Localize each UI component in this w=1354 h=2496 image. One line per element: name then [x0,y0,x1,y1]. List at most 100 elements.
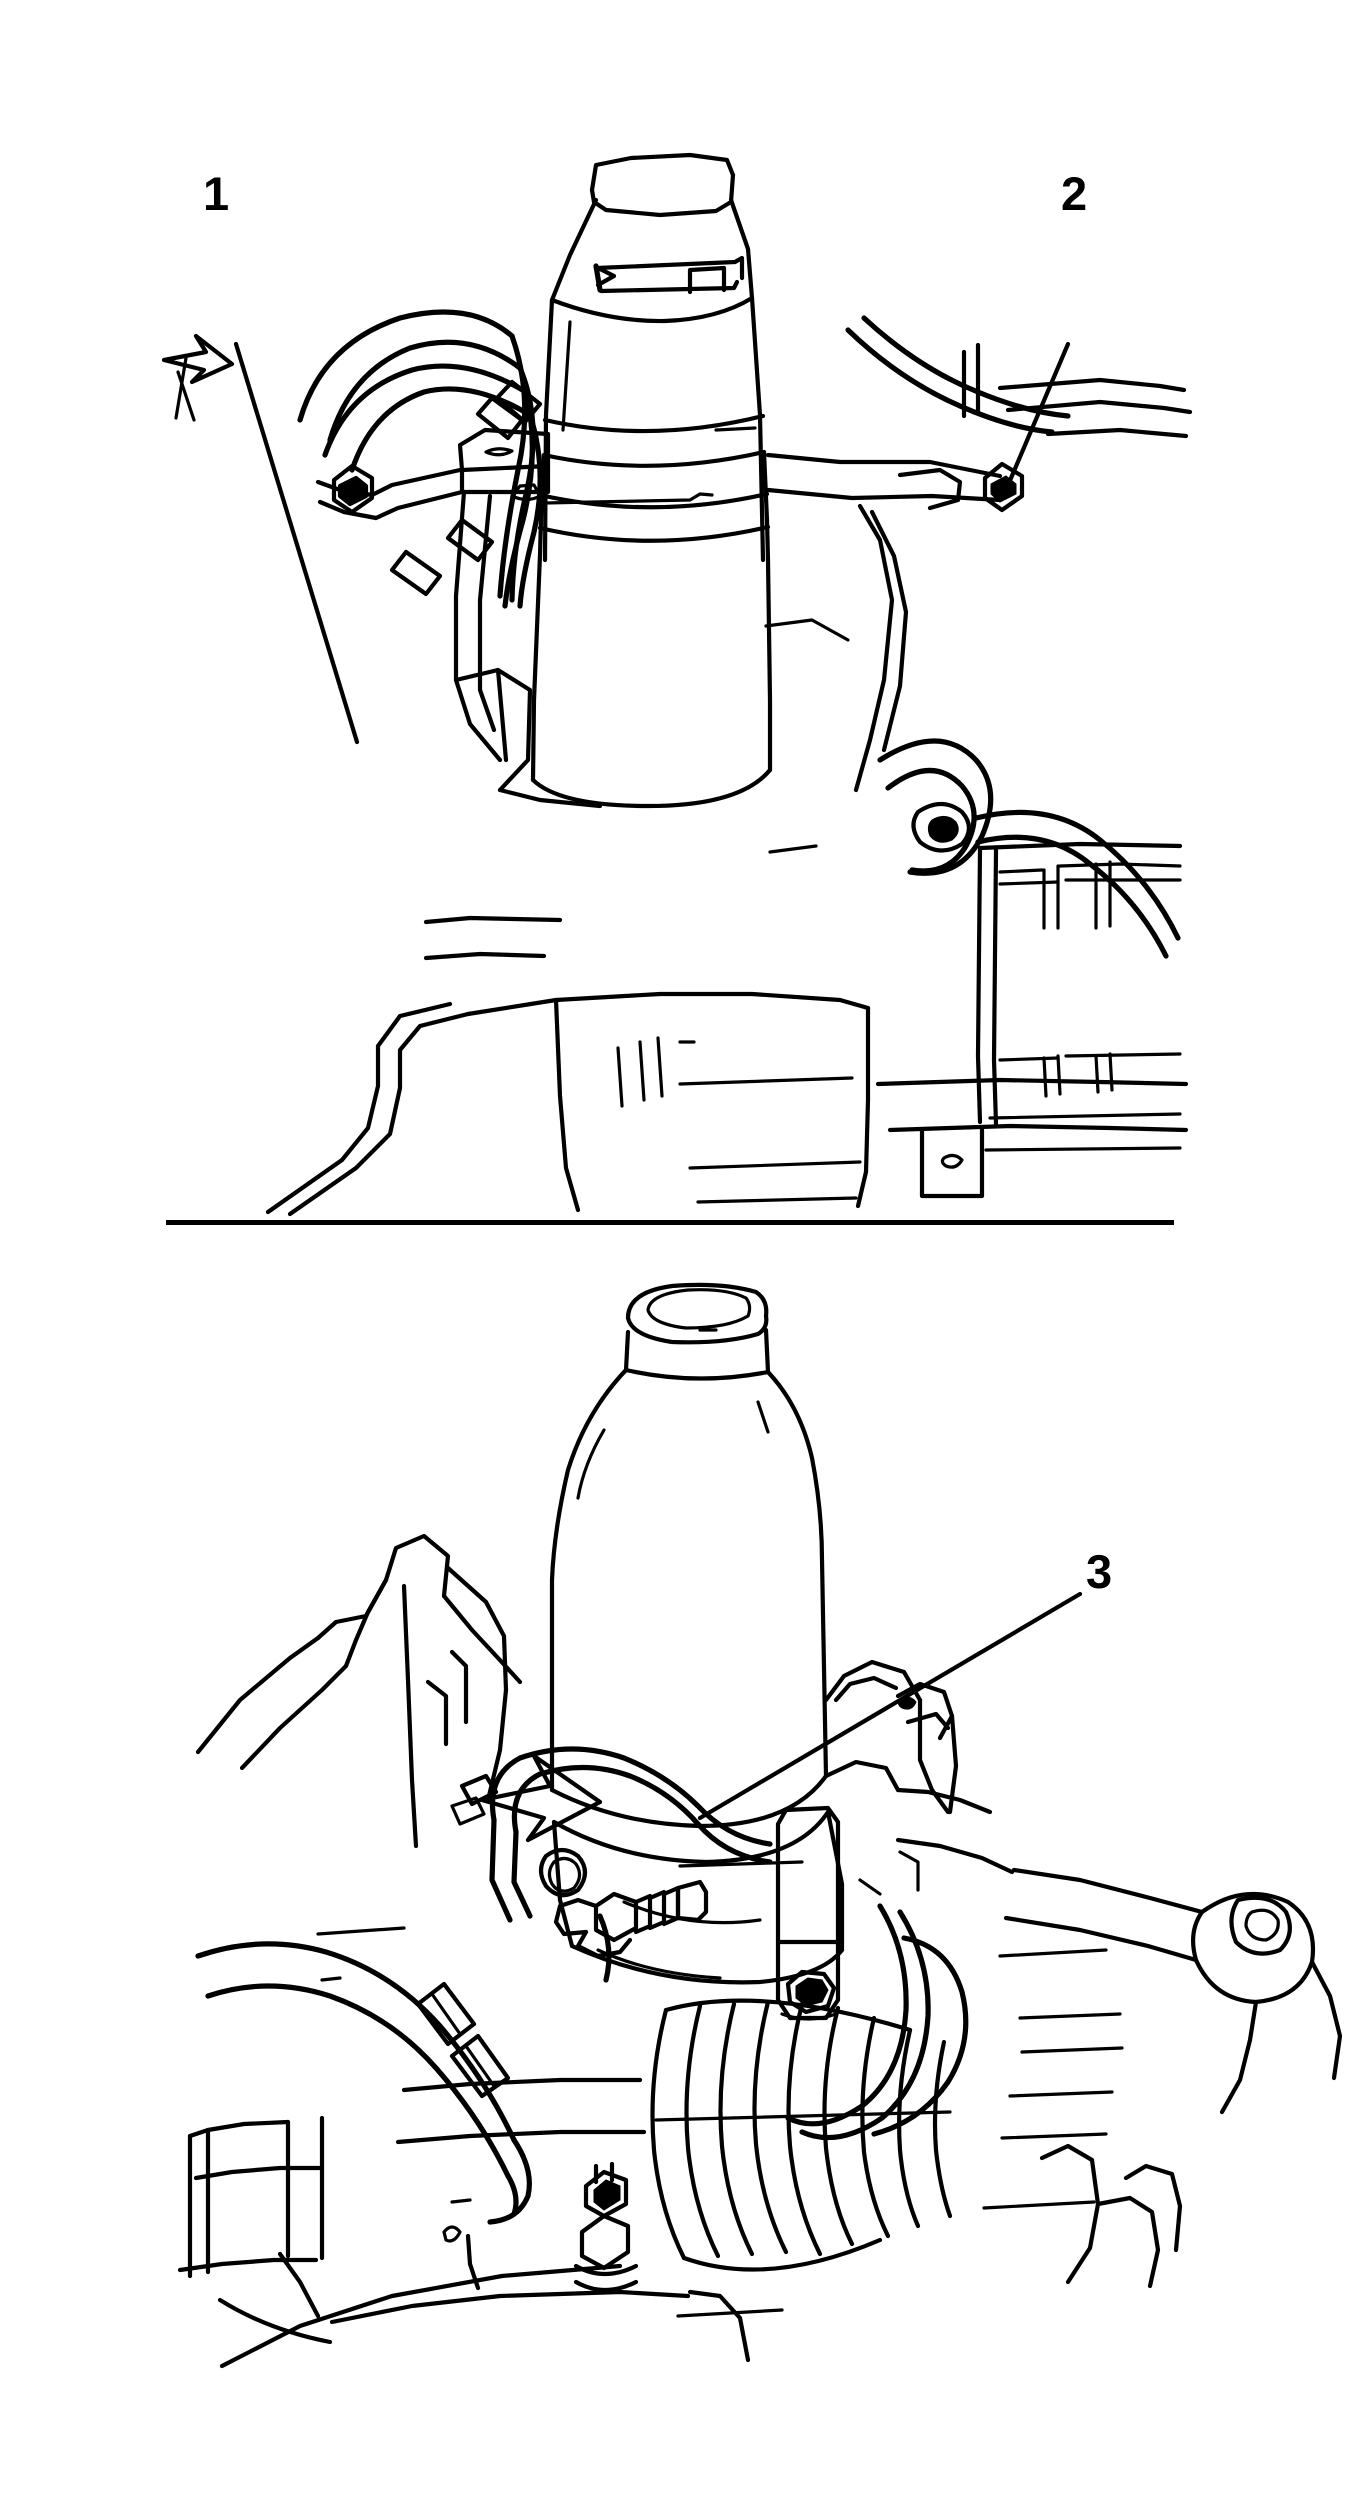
bottom-figure-group [177,1282,1343,2369]
b-mount-i [895,1837,1015,1875]
beam-tab [919,1127,985,1199]
reservoir-lower-right [761,449,771,563]
reservoir-shoulder [549,295,755,324]
reservoir-barrel-left [530,552,543,783]
b-mount-d [895,1681,955,1741]
b-ring-outer [538,1847,588,1898]
support-fold [453,667,533,793]
support-fold2 [495,667,509,763]
b-body-right [765,1369,829,1779]
b-panel-k [425,1679,449,1747]
b-mount-bolt-dot [897,1696,917,1710]
b-left-pillar-b [193,2165,323,2181]
bracket-plate-front [459,463,551,495]
cradle-face [465,991,871,1017]
b-hose-main-b [205,1983,511,2179]
b-hose-clamp-b-line [464,2044,496,2088]
b-panel-a [383,1533,451,1599]
b-cap-outer-bottom [625,1313,769,1345]
b-bushing-inner [1229,1895,1292,1956]
reservoir-cap-tab [595,265,617,288]
b-cap-outer [625,1282,769,1321]
b-body-highlight2 [756,1400,770,1434]
bracket-stem-left-2 [317,499,379,521]
lower-hose-loop2 [885,767,977,874]
reservoir-lower-band [537,491,770,510]
b-boot-ring-3 [718,2001,755,2257]
lower-hose-loop [877,738,994,876]
bracket-arm-right [765,452,1003,479]
bolt-left-head [331,463,375,515]
grille-line-8 [984,1146,1182,1152]
b-fitting-flange [575,1929,633,1959]
b-loop-hose-a [597,1913,612,1983]
cradle-face-2 [553,997,581,1213]
b-rear-edge2 [1095,2195,1161,2289]
b-fitting-thread-1 [633,1893,653,1935]
beam-top [875,1077,1189,1087]
b-bolt-washer [780,2012,838,2021]
reservoir-cap-top-edge [589,152,736,193]
hose-clamp-lower-2 [389,549,443,597]
b-panel-h [445,1565,509,1693]
right-rail-edge [1045,427,1189,439]
reservoir-lower-left [537,452,547,558]
grille-line-7 [988,1112,1182,1120]
reservoir-cap-rim-bottom [598,279,740,294]
b-steel-line-tail2 [511,1829,533,1919]
support-right-detail [764,618,850,642]
b-mount-a [823,1759,901,1793]
b-steel-line-outer2 [511,1764,773,1865]
b-panel-g [401,1583,419,1849]
grommet-center [927,816,959,843]
callout-label-2: 2 [1061,167,1088,220]
grille-left-post [975,845,983,1125]
direction-arrow-tail [176,370,196,422]
cradle-lower-edge [287,1011,471,1217]
top-figure-group [161,152,1193,1217]
b-mount-j [898,1850,920,1892]
grille-top-edge [977,841,1183,851]
b-rack-body-top [401,2077,643,2093]
b-mount-k [858,1878,882,1896]
b-rear-line-6 [982,2200,1096,2210]
callout-label-3: 3 [1086,1545,1113,1598]
grille-vert-5 [1042,1056,1048,1098]
hose-clamp-lower [445,517,495,563]
supply-hose-outer-inner [327,339,523,443]
b-panel-e [195,1635,321,1755]
b-neck-left [623,1329,631,1373]
b-boot-top-edge [663,1998,913,2033]
b-fitting-thread-2 [647,1889,667,1931]
direction-arrow-head [161,333,235,385]
bracket-arm-left [369,467,463,498]
b-boot-mid-line [654,2110,952,2122]
b-floor-e [277,2251,321,2319]
grille-vert-7 [1094,1054,1100,1094]
b-bolt-head-center [795,1977,829,2007]
reservoir-bottom [530,767,773,809]
b-rear-line-5 [1000,2132,1108,2140]
b-neck-right [763,1327,771,1375]
b-control-arm-top [1011,1867,1205,1915]
hose-run-down-d [517,412,543,609]
b-boot-ring-7 [860,2015,891,2239]
b-left-pillar-c [177,2257,319,2273]
b-floor-i [217,2297,333,2345]
reservoir-cap-notch [687,265,727,295]
b-rear-line-1 [998,1948,1108,1958]
b-mount-e [905,1711,951,1731]
b-rack-nut-flange2 [573,2279,639,2293]
right-hose-upper [845,327,1055,435]
b-panel-j [449,1649,469,1725]
b-direction-arrow [479,1753,603,1843]
b-fitting-hex [593,1891,639,1943]
cradle-line-b [688,1160,862,1170]
cradle-top-line [423,915,563,925]
b-fitting-cap [675,1879,709,1923]
b-line-bracket [459,1773,499,1807]
right-rail-top [997,377,1187,393]
reservoir-boss-line [543,492,714,505]
